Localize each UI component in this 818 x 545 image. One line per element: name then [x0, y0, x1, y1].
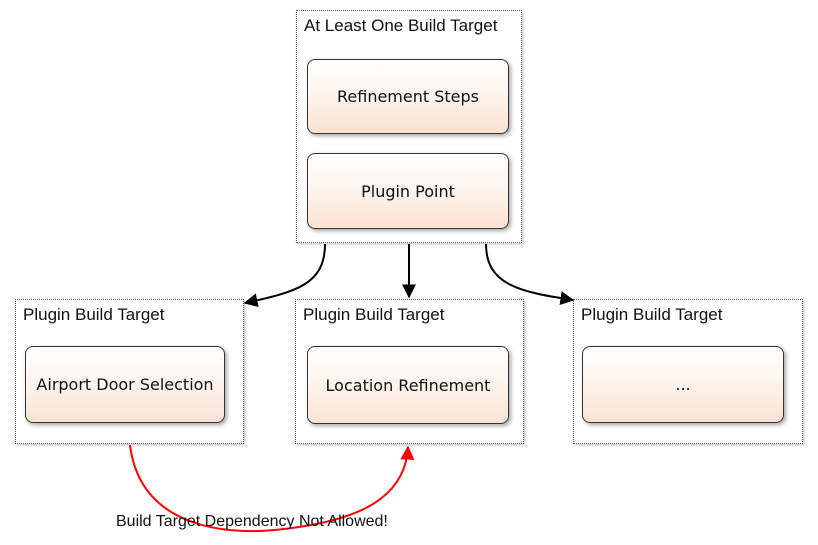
edge-to-airport-door-group	[243, 243, 326, 308]
ellipsis-node: ...	[582, 346, 784, 423]
airport-door-selection-node: Airport Door Selection	[25, 346, 225, 423]
plugin-group-2-label: Plugin Build Target	[303, 305, 445, 324]
location-refinement-label: Location Refinement	[325, 375, 491, 395]
plugin-point-node: Plugin Point	[307, 153, 509, 229]
location-refinement-node: Location Refinement	[307, 346, 509, 424]
plugin-group-3-label: Plugin Build Target	[581, 305, 723, 324]
edge-to-ellipsis-group	[485, 243, 575, 306]
refinement-steps-node: Refinement Steps	[307, 59, 509, 134]
ellipsis-label: ...	[675, 375, 691, 394]
plugin-group-1-label: Plugin Build Target	[23, 305, 165, 324]
plugin-point-label: Plugin Point	[361, 181, 455, 201]
airport-door-selection-label: Airport Door Selection	[36, 375, 214, 394]
dependency-not-allowed-note: Build Target Dependency Not Allowed!	[116, 513, 388, 530]
top-group-label: At Least One Build Target	[304, 16, 498, 35]
refinement-steps-label: Refinement Steps	[337, 87, 479, 106]
